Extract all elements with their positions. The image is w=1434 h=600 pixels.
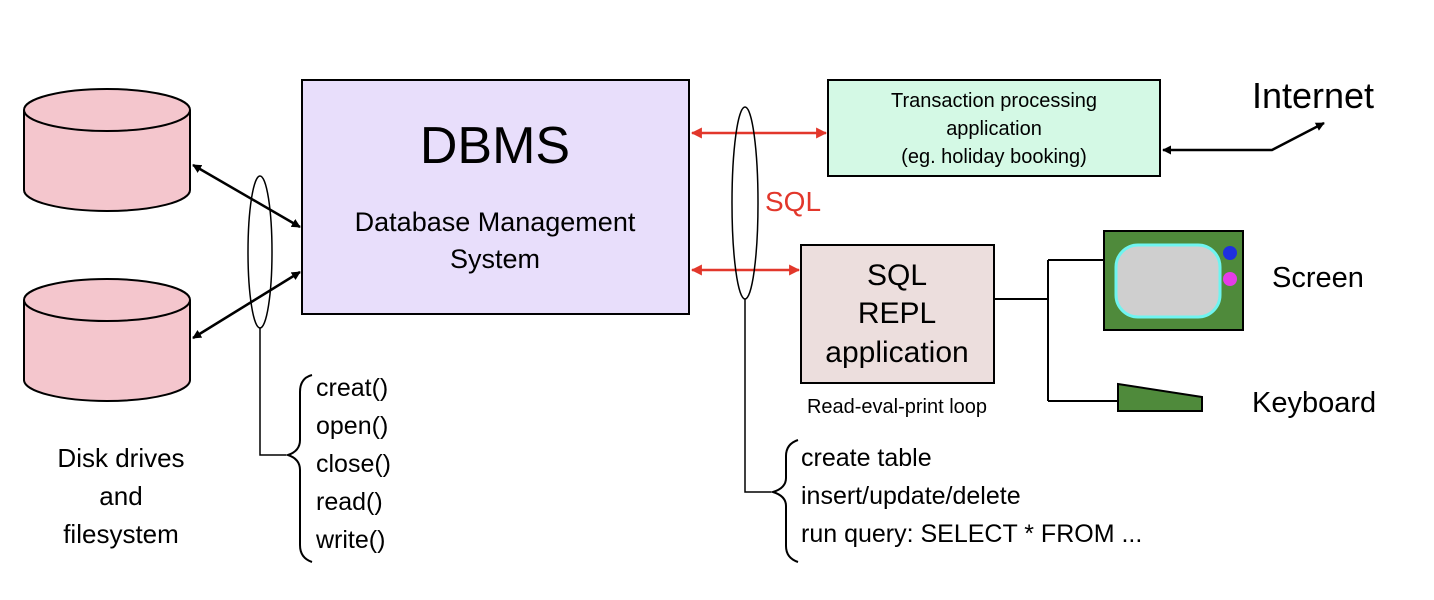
dbms-title: DBMS bbox=[420, 117, 570, 175]
file-call-close: close() bbox=[316, 450, 391, 478]
dbms-subtitle-line1: Database Management bbox=[355, 207, 636, 237]
repl-peripherals-connector bbox=[994, 259, 1118, 402]
filesystem-interface-oval bbox=[247, 175, 273, 329]
repl-app-line2: REPL bbox=[858, 297, 936, 330]
file-call-write: write() bbox=[315, 526, 385, 554]
screen-label: Screen bbox=[1272, 262, 1364, 294]
repl-app-box bbox=[800, 244, 995, 384]
disk1-dbms-arrow bbox=[192, 163, 301, 229]
disks-label-line3: filesystem bbox=[63, 519, 179, 549]
internet-label: Internet bbox=[1252, 75, 1374, 116]
keyboard-icon bbox=[1117, 382, 1203, 412]
screen-icon bbox=[1103, 230, 1244, 331]
keyboard-label: Keyboard bbox=[1252, 387, 1376, 419]
sql-label: SQL bbox=[765, 186, 821, 217]
repl-app-line3: application bbox=[825, 336, 968, 369]
transaction-app-box bbox=[827, 79, 1161, 177]
sql-call-run-query: run query: SELECT * FROM ... bbox=[801, 520, 1142, 548]
transaction-app-line1: Transaction processing bbox=[891, 90, 1097, 112]
transaction-app-line3: (eg. holiday booking) bbox=[901, 146, 1087, 168]
sql-call-insert-update-delete: insert/update/delete bbox=[801, 482, 1021, 510]
repl-app-caption: Read-eval-print loop bbox=[807, 396, 987, 418]
file-call-read: read() bbox=[316, 488, 383, 516]
internet-arrow bbox=[1162, 121, 1325, 155]
disk-drive-1 bbox=[23, 88, 191, 212]
dbms-subtitle-line2: System bbox=[450, 244, 540, 274]
repl-app-line1: SQL bbox=[867, 259, 927, 292]
transaction-app-line2: application bbox=[946, 118, 1042, 140]
sql-interface-connector bbox=[744, 299, 771, 493]
sql-call-create-table: create table bbox=[801, 444, 932, 472]
file-calls-brace bbox=[284, 374, 313, 563]
disk2-dbms-arrow bbox=[192, 270, 301, 340]
filesystem-interface-connector bbox=[259, 328, 286, 456]
file-call-open: open() bbox=[316, 412, 388, 440]
disk-drive-2 bbox=[23, 278, 191, 402]
file-call-creat: creat() bbox=[316, 374, 388, 402]
disks-label-line2: and bbox=[99, 481, 142, 511]
disks-label-line1: Disk drives bbox=[57, 443, 184, 473]
dbms-box bbox=[301, 79, 690, 315]
sql-calls-brace bbox=[769, 439, 799, 563]
